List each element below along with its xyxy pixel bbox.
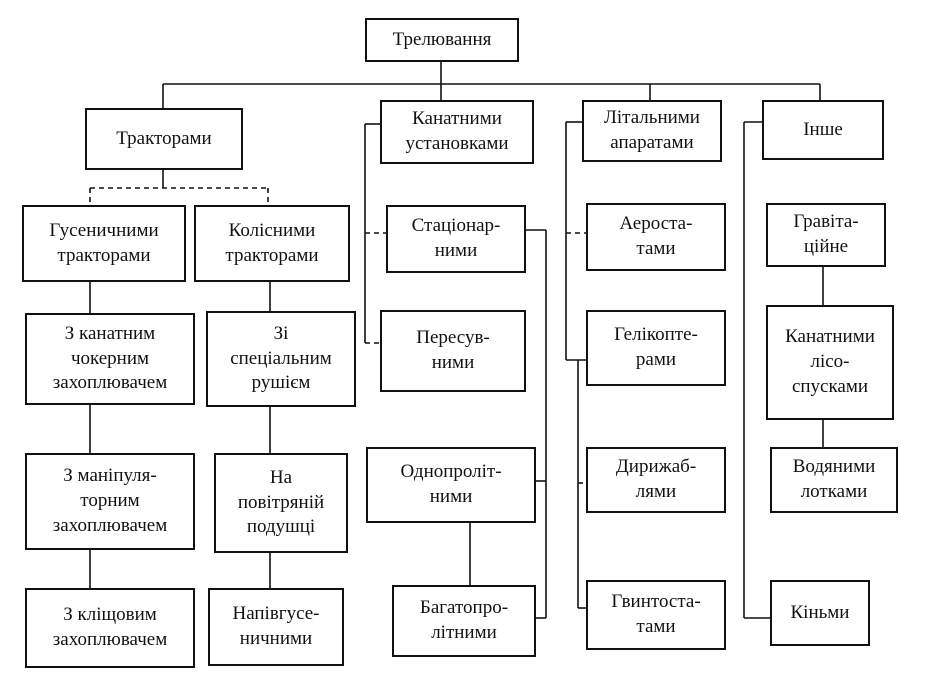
wheeled-tractors-box: Колісними тракторами [194,205,350,282]
other-horses-box: Кіньми [770,580,870,646]
tracked-child-manipulator: З маніпуля- торним захоплювачем [25,453,195,550]
cable-single-span-box: Однопроліт- ними [366,447,536,523]
root-box: Трелювання [365,18,519,62]
wheeled-child-special-mover: Зі спеціальним рушієм [206,311,356,407]
tracked-child-pincer: З кліщовим захоплювачем [25,588,195,668]
aircraft-helicopters-box: Гелікопте- рами [586,310,726,386]
cable-stationary-box: Стаціонар- ними [386,205,526,273]
aircraft-balloons-box: Аероста- тами [586,203,726,271]
wheeled-child-half-track: Напівгусе- ничними [208,588,344,666]
category-other: Інше [762,100,884,160]
tracked-tractors-box: Гусеничними тракторами [22,205,186,282]
tracked-child-cable-choker: З канатним чокерним захоплювачем [25,313,195,405]
cable-mobile-box: Пересув- ними [380,310,526,392]
cable-multi-span-box: Багатопро- літними [392,585,536,657]
aircraft-airships-box: Дирижаб- лями [586,447,726,513]
other-cable-chutes-box: Канатними лісо- спусками [766,305,894,420]
category-cable: Канатними установками [380,100,534,164]
aircraft-rotostats-box: Гвинтоста- тами [586,580,726,650]
other-gravity-box: Гравіта- ційне [766,203,886,267]
category-aircraft: Літальними апаратами [582,100,722,162]
wheeled-child-air-cushion: На повітряній подушці [214,453,348,553]
other-water-flumes-box: Водяними лотками [770,447,898,513]
category-tractors: Тракторами [85,108,243,170]
